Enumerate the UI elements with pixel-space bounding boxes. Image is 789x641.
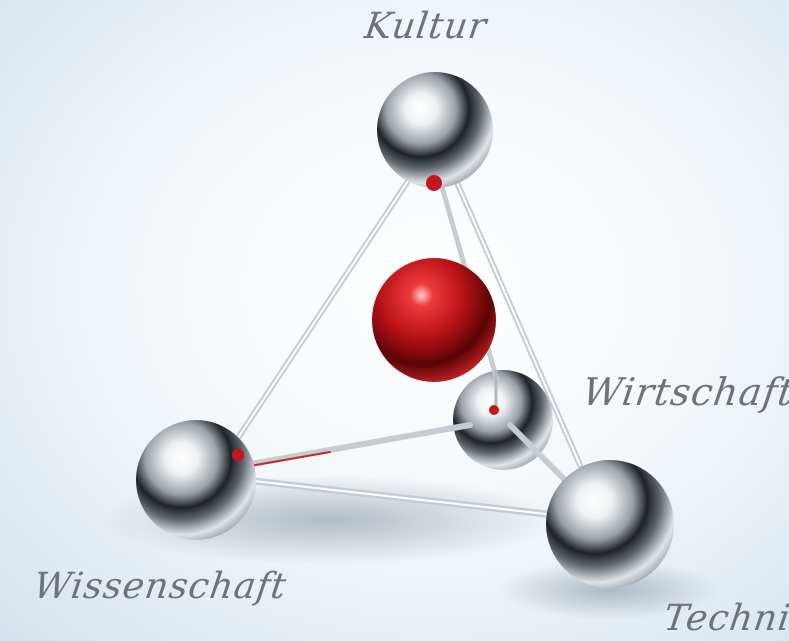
label-wirtschaft: Wirtschaft xyxy=(580,370,789,414)
sphere-kultur-joint xyxy=(426,175,442,191)
label-technik: Technik xyxy=(661,598,789,639)
sphere-technik xyxy=(546,460,674,588)
label-wissenschaft: Wissenschaft xyxy=(31,566,289,607)
sphere-wissenschaft-joint xyxy=(232,449,244,461)
label-kultur: Kultur xyxy=(362,6,489,47)
sphere-wissenschaft xyxy=(136,420,256,540)
rod-wissenschaft-wirtschaft xyxy=(245,425,470,465)
center-dot xyxy=(489,405,499,415)
center-sphere xyxy=(372,258,496,382)
sphere-kultur xyxy=(377,72,493,188)
